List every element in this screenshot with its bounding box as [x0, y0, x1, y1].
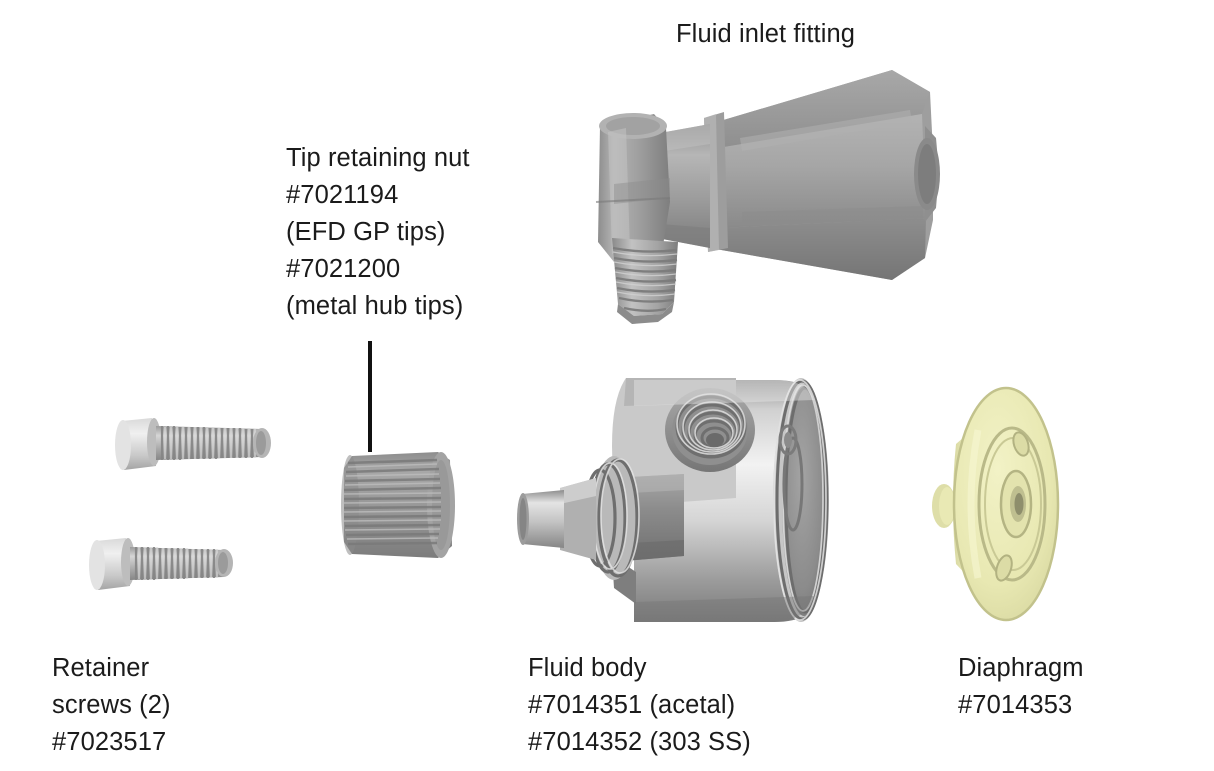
part-tip-retaining-nut [338, 446, 464, 572]
part-diaphragm [920, 378, 1070, 628]
label-retainer-screws: Retainer screws (2) #7023517 [52, 654, 171, 756]
part-fluid-inlet-fitting [592, 52, 942, 324]
part-fluid-body [516, 366, 856, 641]
label-diaphragm: Diaphragm #7014353 [958, 654, 1084, 719]
part-retainer-screw-upper [112, 412, 282, 492]
label-fluid-inlet-fitting: Fluid inlet fitting [676, 20, 856, 48]
label-tip-retaining-nut: Tip retaining nut #7021194 (EFD GP tips)… [286, 144, 470, 320]
label-fluid-body: Fluid body #7014351 (acetal) #7014352 (3… [528, 654, 751, 756]
part-retainer-screw-lower [86, 532, 246, 610]
